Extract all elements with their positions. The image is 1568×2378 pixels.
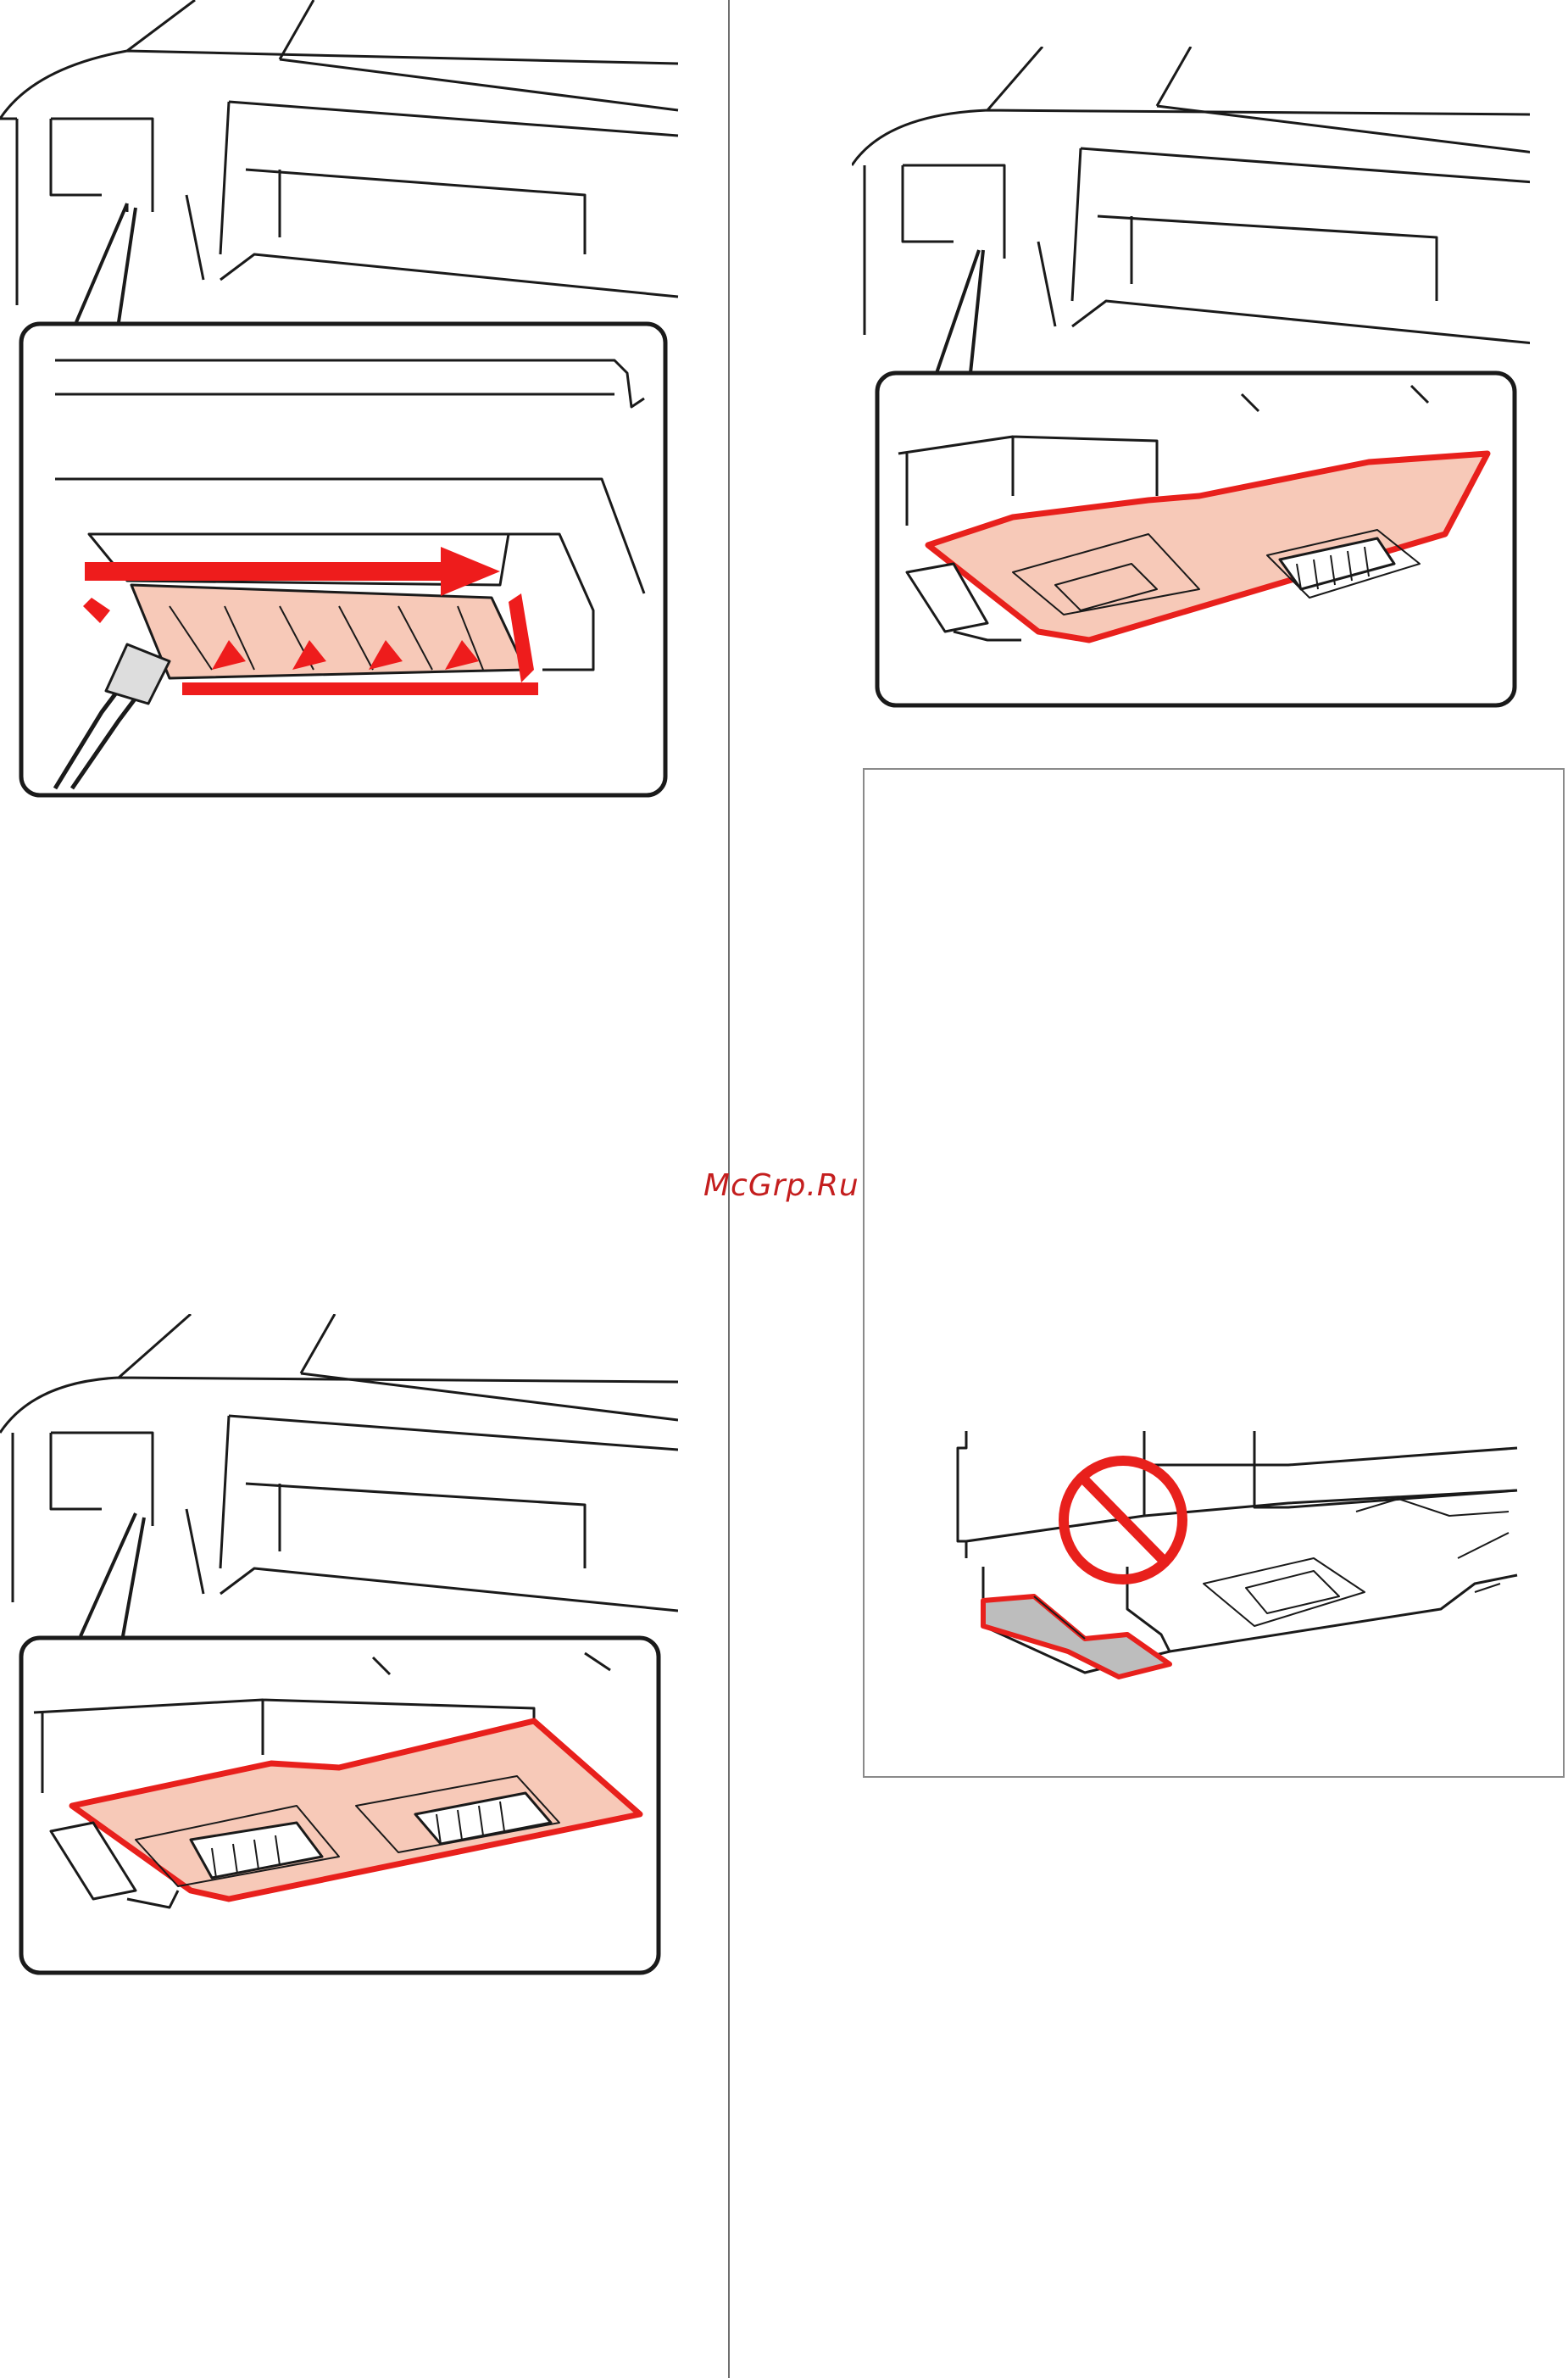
watermark-text: McGrp.Ru <box>703 1168 859 1203</box>
wiper-cleaning-closeup <box>0 0 682 805</box>
prohibited-icon <box>1064 1461 1182 1579</box>
do-not-touch-caution <box>915 1431 1551 1711</box>
cap-area-highlight-left <box>0 1314 678 1984</box>
cap-area-highlight-right <box>852 47 1530 712</box>
note-box <box>863 768 1565 1778</box>
